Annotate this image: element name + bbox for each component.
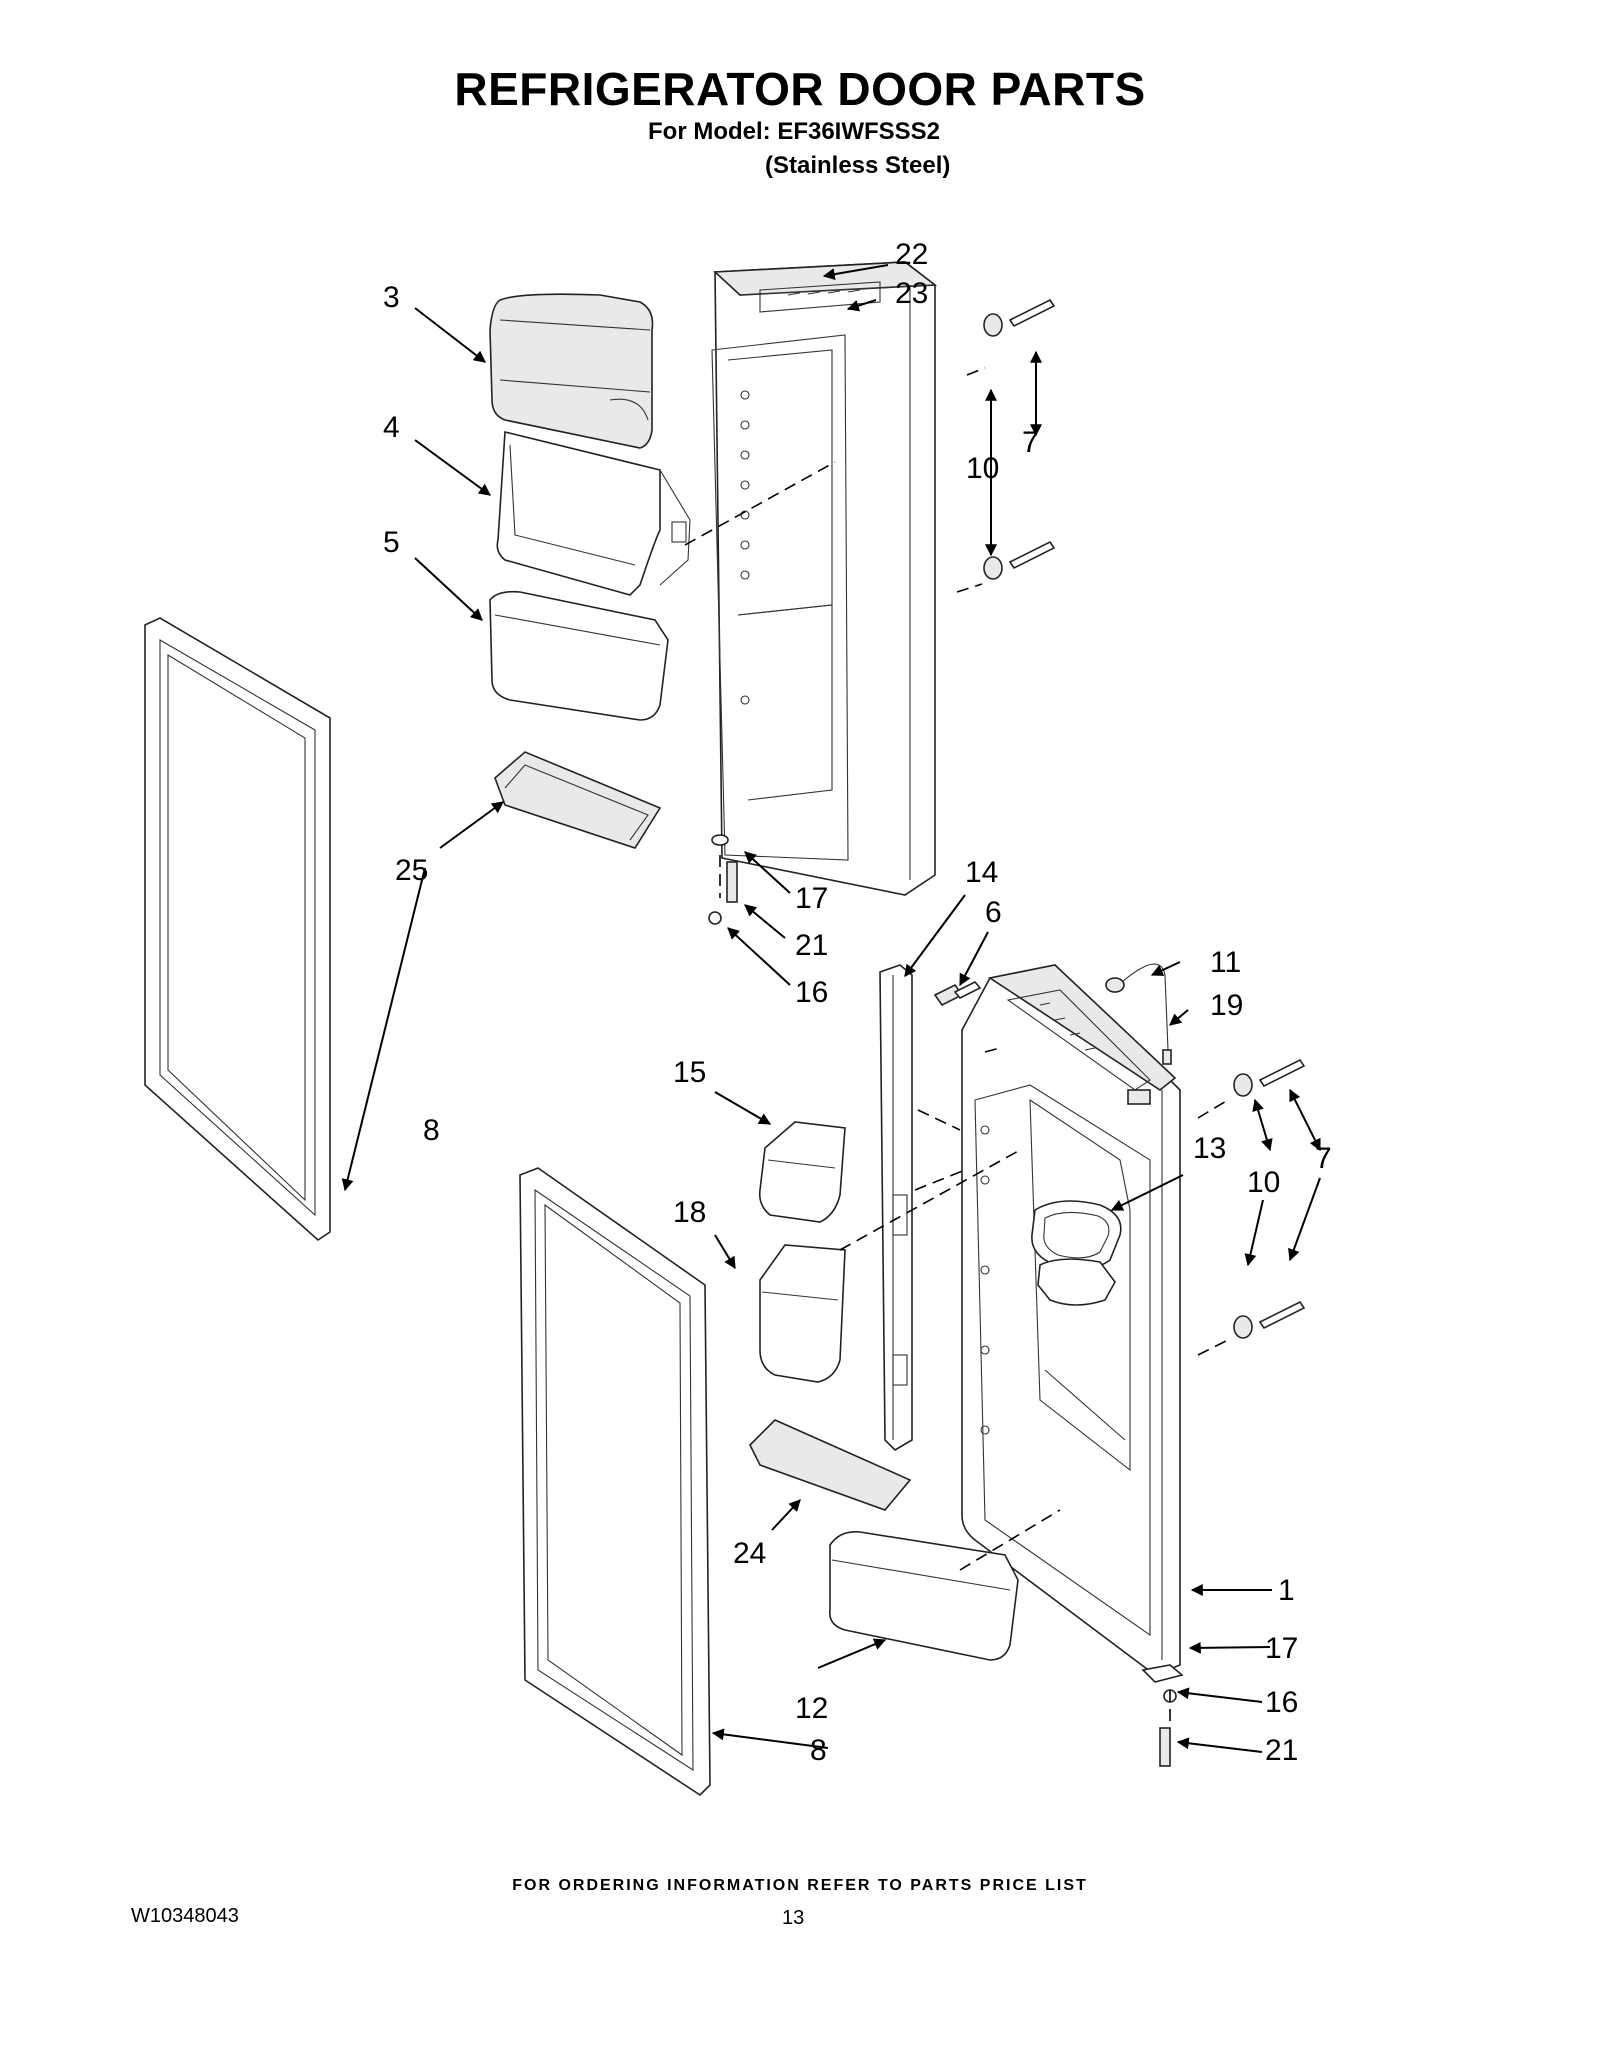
upper-door-liner: [711, 261, 938, 896]
part-15-bin: [758, 1121, 846, 1223]
part-25-shelf: [494, 751, 662, 849]
model-finish: (Stainless Steel): [765, 152, 951, 179]
callout-16-lower: 16: [1265, 1686, 1298, 1719]
upper-door-stop-screws: [983, 298, 1056, 580]
callout-19: 19: [1210, 989, 1243, 1022]
part-14-flipper-mullion: [879, 964, 913, 1452]
document-number: W10348043: [131, 1905, 239, 1927]
callout-7-lower: 7: [1315, 1142, 1332, 1175]
ordering-note: FOR ORDERING INFORMATION REFER TO PARTS …: [512, 1877, 1088, 1894]
callout-18: 18: [673, 1196, 706, 1229]
callout-15: 15: [673, 1056, 706, 1089]
callout-1: 1: [1278, 1574, 1295, 1607]
callout-4: 4: [383, 411, 400, 444]
callout-16-upper: 16: [795, 976, 828, 1009]
callout-25: 25: [395, 854, 428, 887]
callout-12: 12: [795, 1692, 828, 1725]
leader-lines: [341, 264, 1321, 1753]
callout-21-lower: 21: [1265, 1734, 1298, 1767]
part-24-shelf: [749, 1419, 912, 1511]
lower-door-liner: [961, 964, 1181, 1676]
part-12-bin: [828, 1530, 1019, 1661]
callout-10-lower: 10: [1247, 1166, 1280, 1199]
assembly-lines: [684, 367, 1229, 1725]
part-13-chute-gasket: [1031, 1200, 1122, 1306]
callout-5: 5: [383, 526, 400, 559]
callout-17-upper: 17: [795, 882, 828, 915]
part-3-bin-cover: [489, 293, 654, 449]
callout-10-upper: 10: [966, 452, 999, 485]
part-11-water-tube: [1105, 963, 1172, 1065]
callout-3: 3: [383, 281, 400, 314]
page-title: REFRIGERATOR DOOR PARTS: [454, 63, 1146, 115]
upper-hinge-hardware: [708, 834, 738, 925]
page-number: 13: [782, 1907, 805, 1929]
callout-7-upper: 7: [1022, 426, 1039, 459]
callout-21-upper: 21: [795, 929, 828, 962]
part-6-spring: [933, 981, 982, 1007]
callout-8-upper: 8: [423, 1114, 440, 1147]
part-5-bin: [489, 590, 669, 721]
part-18-bin: [759, 1244, 846, 1383]
callout-8-lower: 8: [810, 1734, 827, 1767]
callout-23: 23: [895, 277, 928, 310]
callout-22: 22: [895, 238, 928, 271]
lower-hinge-hardware: [1141, 1664, 1184, 1767]
upper-door-gasket: [144, 617, 331, 1242]
callout-11: 11: [1210, 946, 1241, 979]
callout-24: 24: [733, 1537, 766, 1570]
callout-13: 13: [1193, 1132, 1226, 1165]
callout-14: 14: [965, 856, 998, 889]
callout-numbers: 22 23 3 4 5 7 10 25 17 21 16 14 6 11 19 …: [383, 238, 1332, 1767]
part-4-bin: [496, 430, 691, 596]
lower-door-stop-screws: [1233, 1058, 1306, 1339]
callout-6: 6: [985, 896, 1002, 929]
lower-door-gasket: [519, 1167, 711, 1797]
model-number: For Model: EF36IWFSSS2: [648, 118, 941, 145]
callout-17-lower: 17: [1265, 1632, 1298, 1665]
